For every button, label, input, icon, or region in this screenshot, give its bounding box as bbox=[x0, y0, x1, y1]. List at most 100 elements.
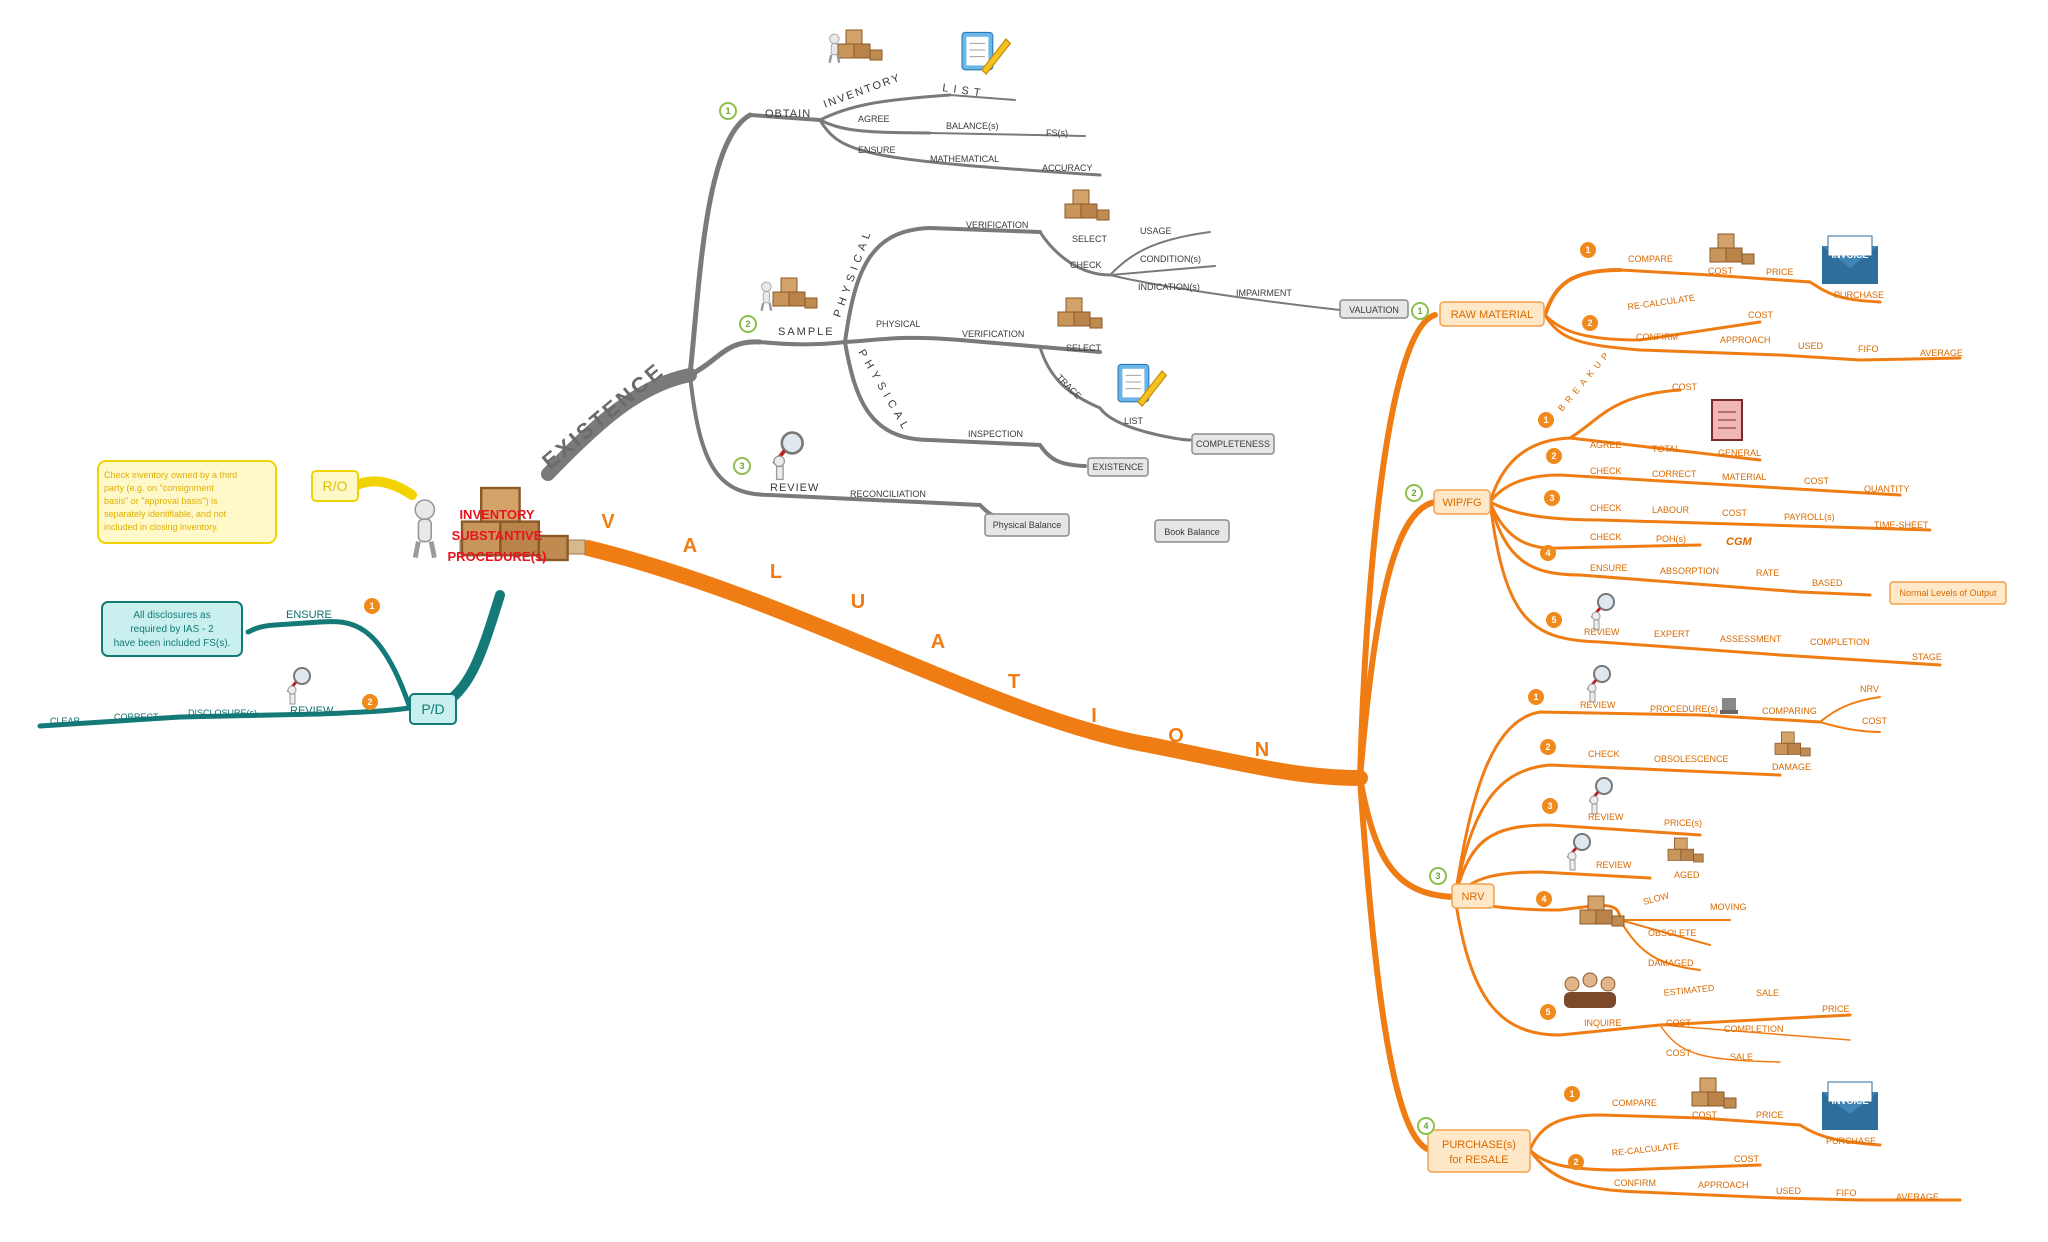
svg-text:3: 3 bbox=[1547, 801, 1552, 811]
badge-existence-2: 2 bbox=[739, 315, 757, 333]
wip-assessment: ASSESSMENT bbox=[1720, 634, 1782, 644]
wip-agree: AGREE bbox=[1590, 440, 1622, 450]
wip-breakup: BREAKUP bbox=[1556, 347, 1614, 413]
nrv-cost-5: COST bbox=[1666, 1018, 1692, 1028]
computer-icon bbox=[1720, 698, 1738, 714]
nrv-sale: SALE bbox=[1756, 988, 1779, 998]
center-title-line1: INVENTORY bbox=[459, 507, 534, 522]
node-raw-material[interactable] bbox=[1439, 301, 1545, 327]
svg-text:4: 4 bbox=[1541, 894, 1546, 904]
svg-text:I: I bbox=[1091, 705, 1097, 727]
nrv-cost: COST bbox=[1862, 716, 1888, 726]
raw-approach: APPROACH bbox=[1720, 335, 1771, 345]
nrv-damage: DAMAGE bbox=[1772, 762, 1811, 772]
svg-text:2: 2 bbox=[1411, 488, 1416, 498]
badge-nrv-4: 4 bbox=[1536, 891, 1552, 907]
badge-nrv: 3 bbox=[1429, 867, 1447, 885]
svg-text:U: U bbox=[851, 591, 865, 613]
pd-correct: CORRECT bbox=[114, 712, 159, 722]
purchase-label-line2[interactable]: for RESALE bbox=[1449, 1154, 1508, 1166]
nrv-prices: PRICE(s) bbox=[1664, 818, 1702, 828]
pd-review: REVIEW bbox=[290, 705, 334, 717]
ex-existence-box: EXISTENCE bbox=[1092, 462, 1143, 472]
nrv-completion: COMPLETION bbox=[1724, 1024, 1784, 1034]
wip-check: CHECK bbox=[1590, 466, 1622, 476]
clipboard-icon-list bbox=[961, 31, 1011, 75]
nrv-comparing: COMPARING bbox=[1762, 706, 1817, 716]
svg-text:4: 4 bbox=[1423, 1121, 1428, 1131]
ex-select-2: SELECT bbox=[1066, 343, 1102, 353]
wip-check-4: CHECK bbox=[1590, 532, 1622, 542]
purchase-cost: COST bbox=[1692, 1110, 1718, 1120]
raw-fifo: FIFO bbox=[1858, 344, 1879, 354]
ex-list-2: LIST bbox=[1124, 416, 1144, 426]
svg-text:2: 2 bbox=[745, 319, 750, 329]
wip-label[interactable]: WIP/FG bbox=[1442, 497, 1481, 509]
svg-text:1: 1 bbox=[1417, 306, 1422, 316]
wip-quantity: QUANTITY bbox=[1864, 484, 1910, 494]
nrv-aged: AGED bbox=[1674, 870, 1700, 880]
svg-text:party (e.g. on "consignment: party (e.g. on "consignment bbox=[104, 483, 214, 493]
ex-physical-3: PHYSICAL bbox=[855, 348, 913, 436]
badge-raw-1: 1 bbox=[1580, 242, 1596, 258]
badge-pd-1: 1 bbox=[364, 598, 380, 614]
ex-inspection: INSPECTION bbox=[968, 429, 1023, 439]
nrv-damaged: DAMAGED bbox=[1648, 958, 1694, 968]
purchase-compare: COMPARE bbox=[1612, 1098, 1657, 1108]
raw-cost: COST bbox=[1708, 266, 1734, 276]
node-ro[interactable] bbox=[311, 470, 359, 502]
boxes-icon-sample bbox=[772, 277, 818, 309]
svg-text:1: 1 bbox=[1569, 1089, 1574, 1099]
wip-normal-levels: Normal Levels of Output bbox=[1899, 588, 1997, 598]
magnifier-icon-aged bbox=[1566, 832, 1592, 872]
pd-label[interactable]: P/D bbox=[421, 701, 444, 717]
svg-text:3: 3 bbox=[739, 461, 744, 471]
badge-wip-2: 2 bbox=[1546, 448, 1562, 464]
ro-note: Check inventory owned by a third party (… bbox=[104, 470, 237, 532]
node-purchase-resale[interactable] bbox=[1427, 1129, 1531, 1173]
center-title-line3: PROCEDURE(s) bbox=[448, 549, 547, 564]
svg-text:1: 1 bbox=[1543, 415, 1548, 425]
purchase-cost-2: COST bbox=[1734, 1154, 1760, 1164]
purchase-average: AVERAGE bbox=[1896, 1192, 1939, 1202]
ex-review: REVIEW bbox=[770, 482, 819, 494]
purchase-label-line1[interactable]: PURCHASE(s) bbox=[1442, 1139, 1516, 1151]
badge-purchase: 4 bbox=[1417, 1117, 1435, 1135]
ex-physical-2: PHYSICAL bbox=[876, 319, 921, 329]
svg-text:N: N bbox=[1255, 739, 1269, 761]
ex-physical-balance: Physical Balance bbox=[993, 520, 1062, 530]
nrv-label[interactable]: NRV bbox=[1461, 891, 1485, 903]
svg-text:All disclosures as: All disclosures as bbox=[133, 610, 210, 621]
figure-icon-inventory bbox=[828, 32, 841, 64]
node-nrv[interactable] bbox=[1451, 883, 1495, 909]
node-wip-fg[interactable] bbox=[1433, 489, 1491, 515]
pd-note-box bbox=[101, 601, 243, 657]
pd-clear: CLEAR bbox=[50, 716, 81, 726]
node-physical-balance bbox=[984, 513, 1070, 537]
ex-obtain: OBTAIN bbox=[765, 108, 811, 120]
purchase-confirm: CONFIRM bbox=[1614, 1178, 1656, 1188]
svg-text:T: T bbox=[1008, 671, 1020, 693]
purchase-invoice: INVOICE bbox=[1831, 1096, 1868, 1106]
raw-purchase: PURCHASE bbox=[1834, 290, 1884, 300]
svg-text:2: 2 bbox=[1573, 1157, 1578, 1167]
wip-rate: RATE bbox=[1756, 568, 1779, 578]
raw-material-label[interactable]: RAW MATERIAL bbox=[1451, 309, 1534, 321]
people-icon-inquire bbox=[1564, 972, 1616, 1008]
svg-text:Check inventory owned by a thi: Check inventory owned by a third bbox=[104, 470, 237, 480]
purchase-recalculate: RE-CALCULATE bbox=[1611, 1141, 1680, 1158]
node-pd[interactable] bbox=[409, 693, 457, 725]
badge-wip-4: 4 bbox=[1540, 545, 1556, 561]
wip-payroll: PAYROLL(s) bbox=[1784, 512, 1835, 522]
ex-valuation-box: VALUATION bbox=[1349, 305, 1399, 315]
ro-label[interactable]: R/O bbox=[323, 478, 348, 494]
node-normal-levels bbox=[1889, 581, 2007, 605]
ex-ensure: ENSURE bbox=[858, 145, 896, 155]
svg-text:V: V bbox=[601, 511, 615, 533]
svg-text:2: 2 bbox=[1551, 451, 1556, 461]
nrv-moving: MOVING bbox=[1710, 902, 1747, 912]
svg-text:A: A bbox=[683, 535, 697, 557]
badge-purchase-2: 2 bbox=[1568, 1154, 1584, 1170]
pd-disclosures: DISCLOSURE(s) bbox=[188, 708, 257, 718]
